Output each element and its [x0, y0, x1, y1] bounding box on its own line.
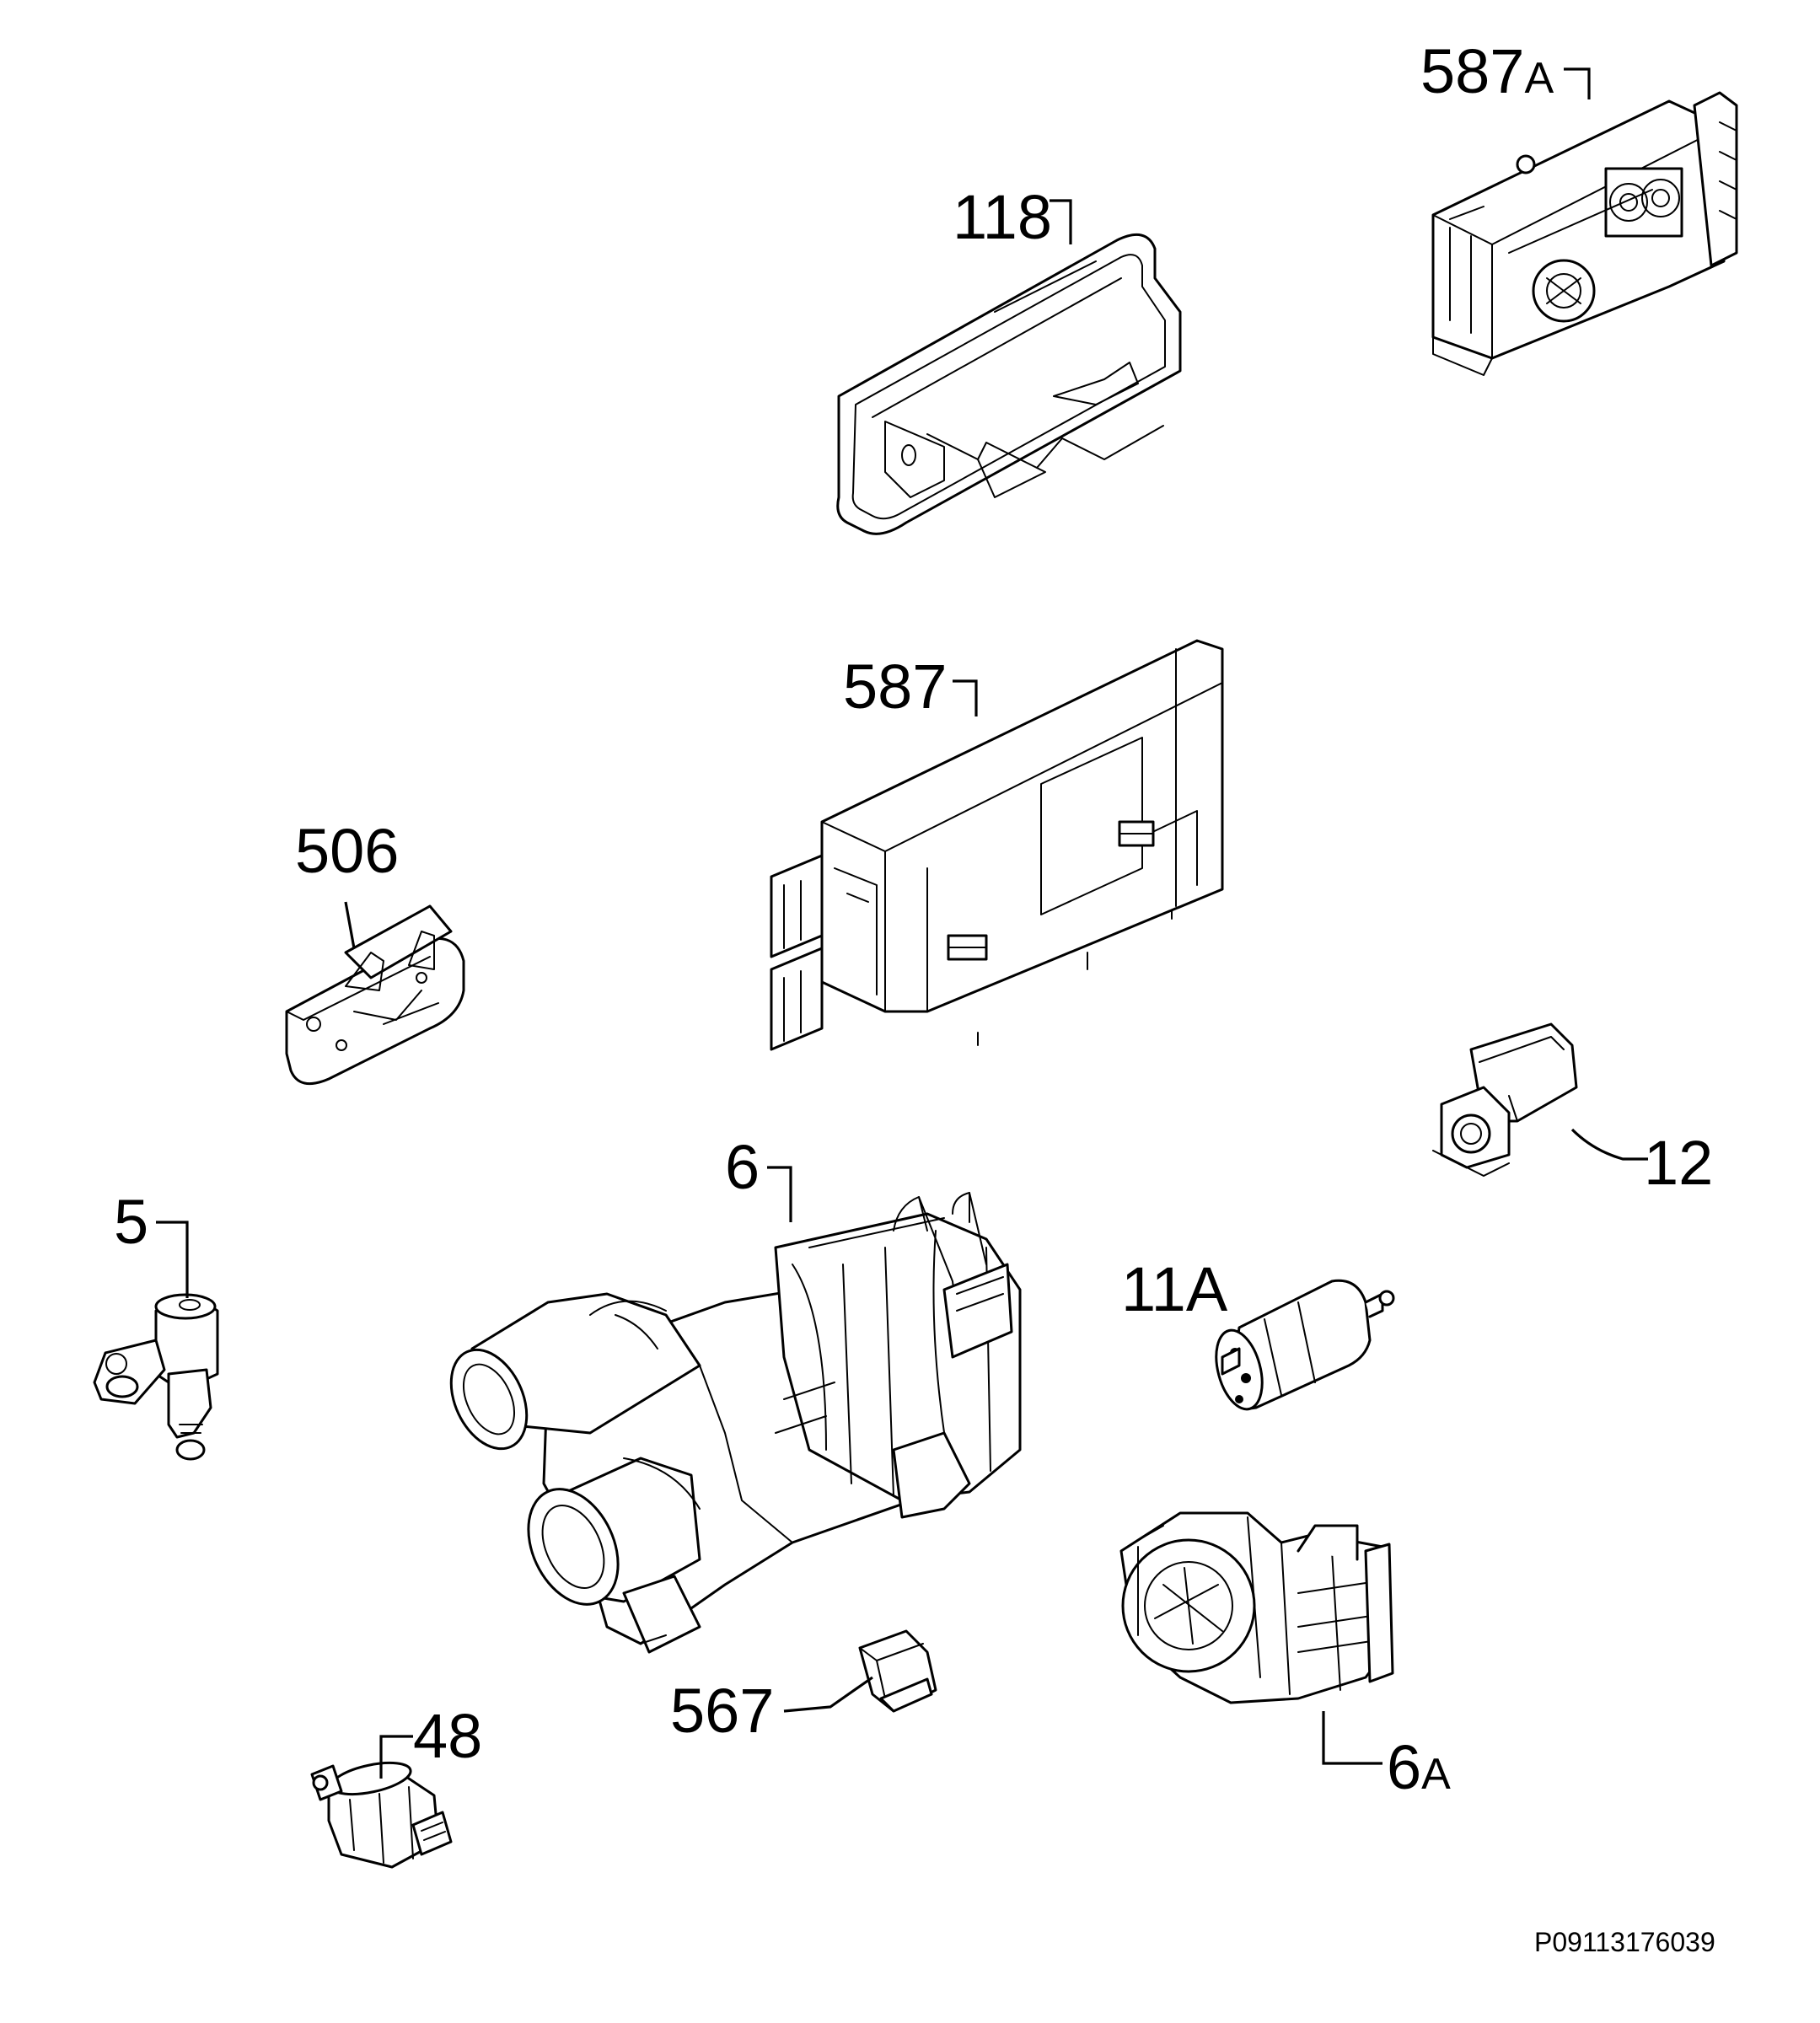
- leader-line-6: [767, 1166, 792, 1222]
- part-12-sensor: [1432, 1022, 1578, 1177]
- leader-line-12: [1570, 1128, 1648, 1161]
- part-6a-drain-pump: [1119, 1511, 1394, 1704]
- part-6-circulation-pump: [449, 1192, 1022, 1654]
- part-48-sensor: [310, 1761, 453, 1869]
- label-11a: 11A: [1121, 1254, 1228, 1324]
- part-587-electronic-module: [770, 639, 1224, 1051]
- leader-line-567: [783, 1676, 873, 1713]
- label-6a: 6A: [1387, 1732, 1451, 1802]
- label-48: 48: [413, 1701, 482, 1771]
- drawing-code: P09113176039: [1534, 1927, 1715, 1957]
- label-587a: 587A: [1420, 36, 1554, 106]
- part-506-sensor: [285, 904, 465, 1086]
- label-506: 506: [295, 816, 399, 886]
- part-5-inlet-valve: [93, 1293, 219, 1461]
- leader-line-587a: [1564, 67, 1591, 99]
- label-5: 5: [114, 1187, 148, 1257]
- leader-line-587: [953, 679, 978, 716]
- label-118: 118: [953, 182, 1052, 252]
- label-6: 6: [725, 1132, 760, 1202]
- leader-line-48: [379, 1735, 413, 1779]
- part-587a-programmer-unit: [1431, 91, 1738, 376]
- part-11a-capacitor: [1215, 1279, 1395, 1411]
- label-567: 567: [670, 1676, 774, 1746]
- part-567-clip: [858, 1629, 937, 1713]
- part-118-detergent-dispenser: [836, 233, 1182, 535]
- leader-line-6a: [1322, 1711, 1382, 1765]
- label-587: 587: [843, 652, 947, 722]
- leader-line-5: [156, 1221, 189, 1298]
- label-12: 12: [1644, 1128, 1713, 1198]
- leader-line-506: [344, 901, 356, 949]
- leader-line-118: [1050, 199, 1072, 244]
